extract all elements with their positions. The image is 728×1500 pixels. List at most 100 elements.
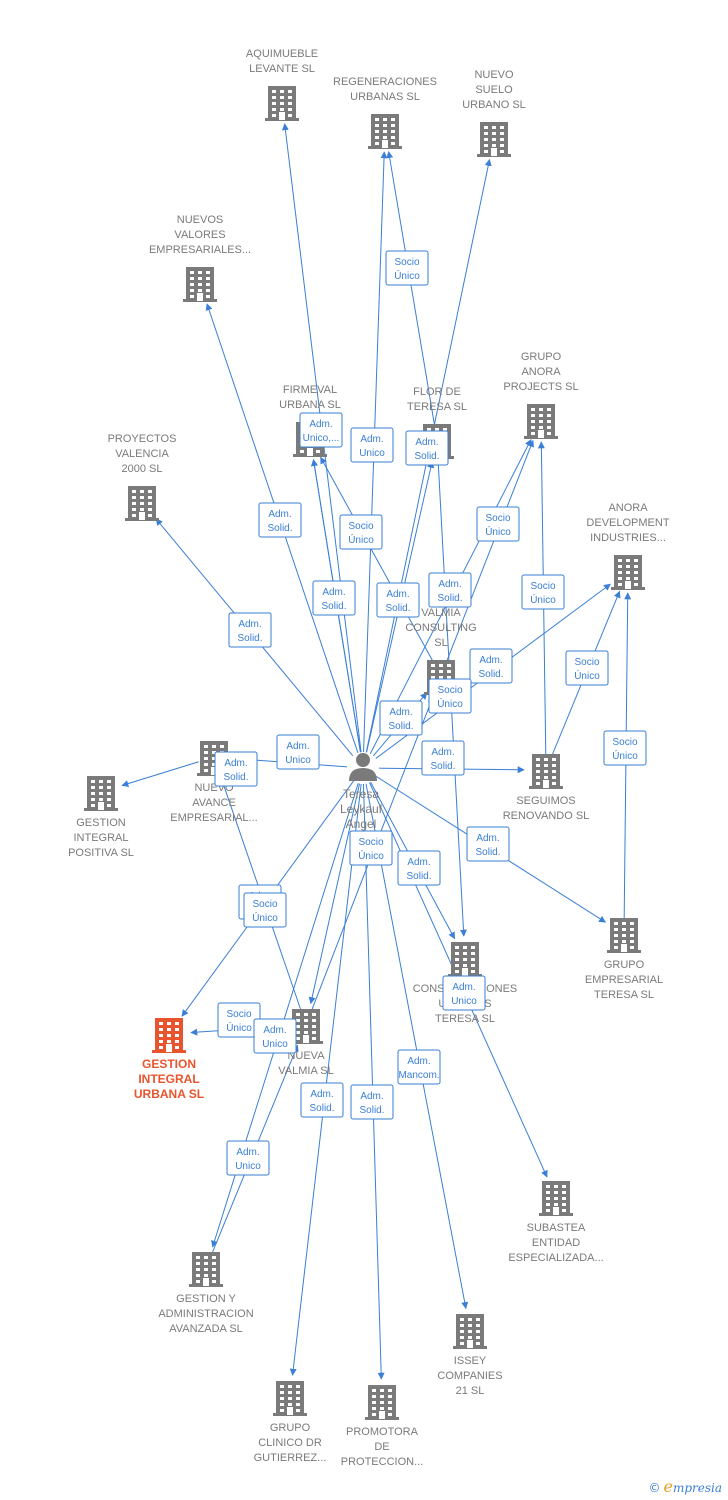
edge-person-nuevavalmia (308, 783, 361, 1005)
edge-label-text: Solid. (478, 669, 503, 680)
edge-label[interactable]: Adm.Solid. (397, 850, 441, 886)
edge-label-text: Socio (437, 685, 462, 696)
edge-label-box (397, 850, 441, 886)
edge-label[interactable]: Adm.Solid. (376, 582, 420, 618)
edge-label-text: Unico (451, 996, 477, 1007)
edge-label[interactable]: Adm.Solid. (428, 572, 472, 608)
edge-label[interactable]: Adm.Unico (350, 427, 394, 463)
edge-nuevoavance-gestionintegralpositiva (121, 761, 199, 787)
building-icon (453, 1314, 487, 1349)
company-name-line: URBANA SL (134, 1087, 204, 1101)
edge-label-box (226, 1140, 270, 1176)
edge-label-box (421, 740, 465, 776)
edge-label[interactable]: Adm.Solid. (466, 826, 510, 862)
company-name-line: EMPRESARIAL... (170, 812, 257, 824)
edge-label-text: Socio (394, 257, 419, 268)
edge-label-text: Adm. (476, 833, 499, 844)
edge-label[interactable]: Adm.Mancom. (397, 1049, 441, 1085)
edge-label-box (476, 506, 520, 542)
edge-label-text: Adm. (236, 1147, 259, 1158)
edge-label-text: Único (348, 533, 374, 546)
company-name-line: AVANCE (192, 797, 236, 809)
edge-label[interactable]: Adm.Unico (253, 1018, 297, 1054)
edge-label-text: Unico (262, 1039, 288, 1050)
company-name-line: VALENCIA (115, 448, 169, 460)
company-name-line: EMPRESARIALES... (149, 244, 251, 256)
company-name-line: CLINICO DR (258, 1437, 322, 1449)
company-name-line: POSITIVA SL (68, 847, 134, 859)
edge-label[interactable]: Adm. Unico (226, 1140, 270, 1176)
edge-label[interactable]: Adm.Unico (276, 734, 320, 770)
edge-label[interactable]: Adm.Solid. (300, 1082, 344, 1118)
company-node-nuevoavance[interactable]: NUEVOAVANCEEMPRESARIAL... (170, 741, 258, 824)
edge-label[interactable]: Adm.Unico (442, 975, 486, 1011)
company-node-subastea[interactable]: SUBASTEAENTIDADESPECIALIZADA... (508, 1181, 604, 1264)
edge-label[interactable]: Adm.Solid. (350, 1084, 394, 1120)
edge-label-text: Unico (235, 1161, 261, 1172)
edge-label-text: Adm. (407, 1056, 430, 1067)
edge-label-text: Solid. (309, 1103, 334, 1114)
edge-label[interactable]: Adm.Solid. (312, 580, 356, 616)
company-name-line: ANORA (608, 502, 648, 514)
edge-label-box (243, 892, 287, 928)
edge-label-box (258, 502, 302, 538)
company-node-anoradev[interactable]: ANORADEVELOPMENTINDUSTRIES... (586, 502, 670, 590)
edge-label[interactable]: Adm.Unico,... (299, 412, 343, 448)
edge-label[interactable]: Adm.Solid. (379, 700, 423, 736)
company-name-line: URBANO SL (462, 99, 526, 111)
company-name-line: PROMOTORA (346, 1426, 419, 1438)
edge-label-text: Único (574, 669, 600, 682)
edge-person-grupoclinico (289, 783, 362, 1376)
company-name-line: 2000 SL (122, 463, 163, 475)
edge-label[interactable]: Adm.Solid. (214, 751, 258, 787)
edge-label[interactable]: Adm.Solid. (258, 502, 302, 538)
company-name-line: NUEVOS (177, 214, 223, 226)
company-name-line: GESTION Y (176, 1293, 236, 1305)
company-name-line: ISSEY (454, 1355, 487, 1367)
edge-label-box (428, 678, 472, 714)
edge-label[interactable]: Adm.Solid. (421, 740, 465, 776)
edge-label-text: Solid. (223, 772, 248, 783)
edge-label-box (603, 730, 647, 766)
edge-label-box (253, 1018, 297, 1054)
edge-valmia-firmeval (320, 456, 434, 663)
edge-label[interactable]: Adm.Solid. (469, 648, 513, 684)
building-icon (265, 86, 299, 121)
company-name-line: CONSULTING (405, 622, 476, 634)
company-node-nuevosvalores[interactable]: NUEVOSVALORESEMPRESARIALES... (149, 214, 251, 302)
edge-label[interactable]: Adm.Solid. (228, 612, 272, 648)
edge-label-text: Único (394, 269, 420, 282)
edge-label[interactable]: Adm.Solid. (405, 430, 449, 466)
company-node-promotora[interactable]: PROMOTORADEPROTECCION... (341, 1385, 424, 1468)
company-name-line: GESTION (142, 1057, 196, 1071)
company-name-line: PROJECTS SL (503, 381, 578, 393)
building-icon (84, 776, 118, 811)
